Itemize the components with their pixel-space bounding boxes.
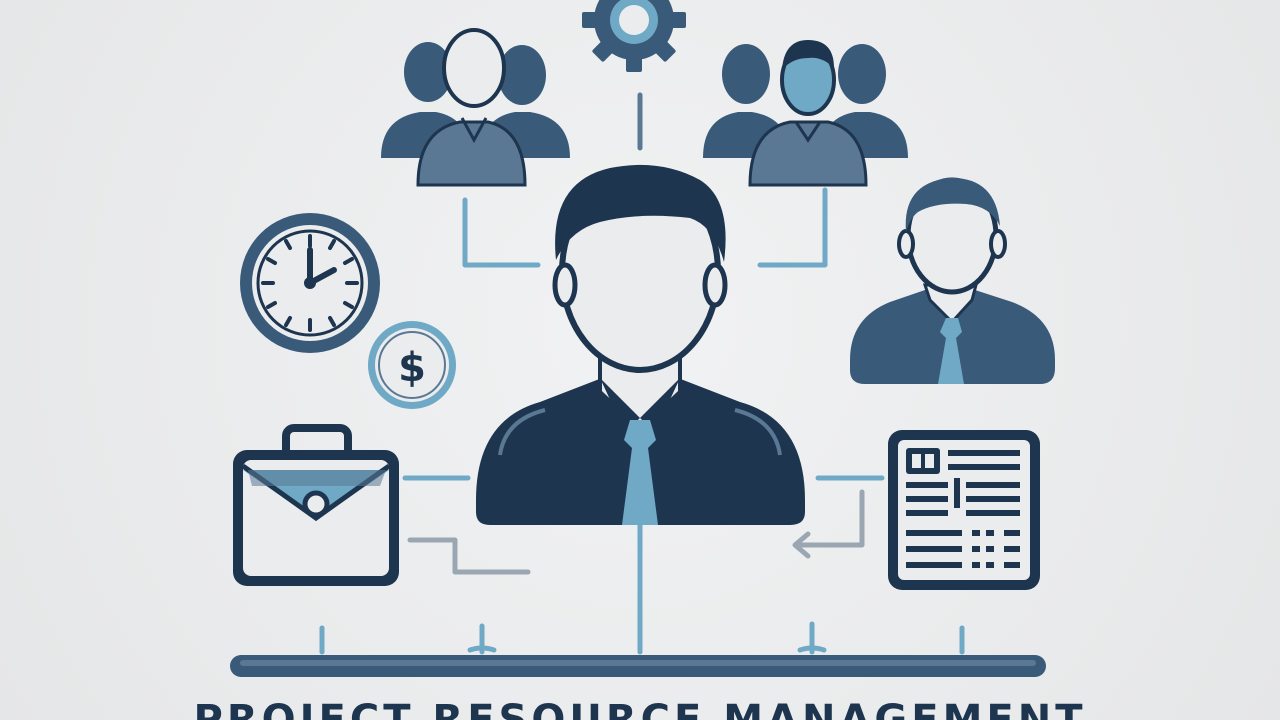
- connector-right-team: [757, 187, 828, 268]
- page-title: PROJECT RESOURCE MANAGEMENT: [193, 697, 1087, 720]
- timeline-icon: [230, 617, 1046, 677]
- connector-lines: [402, 92, 885, 651]
- gear-icon: [582, 0, 686, 72]
- briefcase-icon: [233, 424, 399, 586]
- clock-icon: [240, 213, 380, 353]
- document-icon: [888, 430, 1040, 590]
- connector-left-team: [462, 197, 541, 268]
- manager-person-icon: [476, 164, 805, 525]
- coin-symbol: $: [398, 345, 426, 391]
- timeline-ticks: [319, 617, 965, 655]
- arrow-head: [792, 531, 811, 559]
- team-group-left-icon: [381, 28, 570, 187]
- connector-briefcase-step: [407, 537, 531, 575]
- team-group-right-icon: [703, 40, 908, 187]
- team-member-person-icon: [850, 177, 1055, 384]
- dollar-coin-icon: $: [368, 321, 456, 409]
- connector-document-return: [795, 489, 865, 548]
